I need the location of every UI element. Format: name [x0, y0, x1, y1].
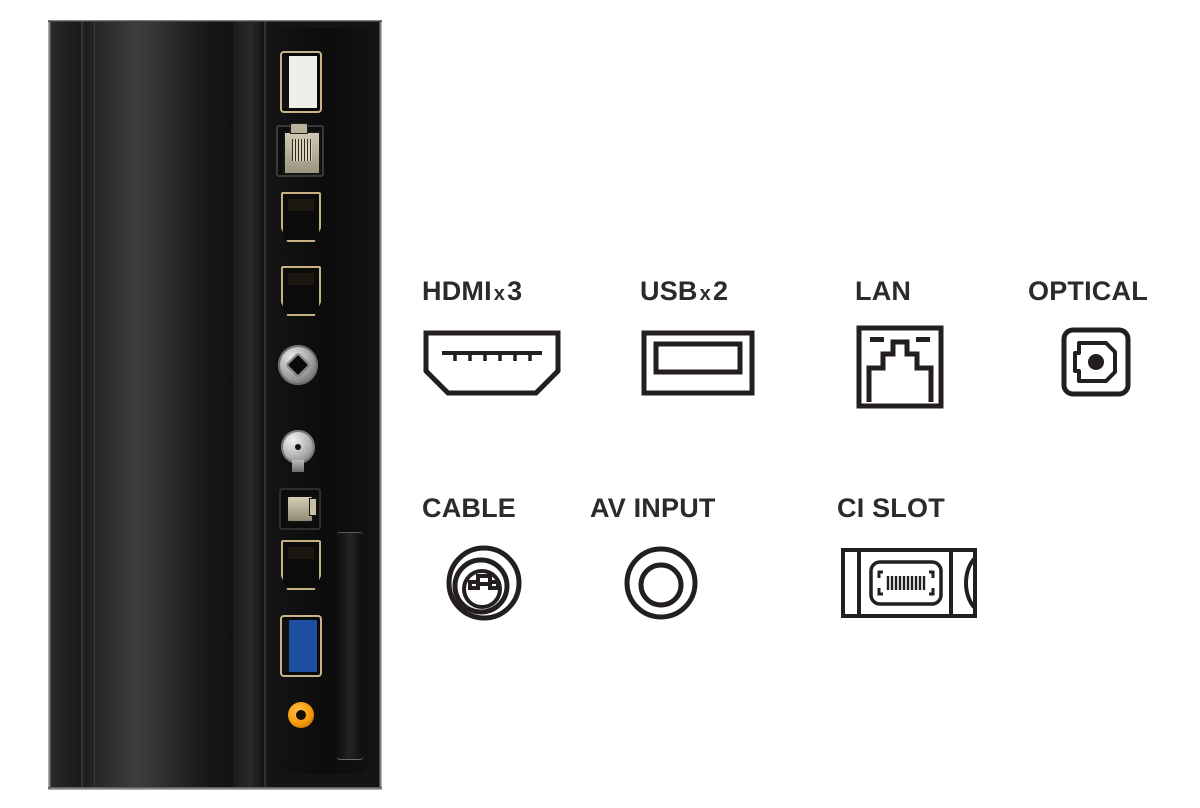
photo-lan-jack: [283, 131, 321, 175]
tv-panel-seam-mid: [233, 20, 265, 790]
spec-label-ci-slot: CI SLOT: [837, 495, 1057, 522]
photo-edge-right: [379, 20, 382, 790]
photo-optical-port: [279, 488, 321, 530]
spec-label-hdmi-text: HDMI: [422, 276, 492, 306]
photo-optical-nub: [309, 498, 317, 516]
spec-label-av-input: AV INPUT: [590, 495, 780, 522]
tv-panel-seam-left: [81, 20, 85, 790]
tv-gloss-highlight: [94, 20, 96, 790]
hdmi-icon: [422, 327, 592, 399]
spec-item-optical: OPTICAL: [1028, 278, 1200, 398]
photo-edge-top: [48, 20, 382, 22]
photo-usb-port-top: [282, 53, 320, 111]
spec-label-optical: OPTICAL: [1028, 278, 1200, 305]
tv-panel-seam-right: [264, 20, 268, 790]
av-input-icon: [622, 543, 780, 623]
spec-label-hdmi-count: 3: [507, 276, 523, 306]
spec-label-av-input-text: AV INPUT: [590, 493, 716, 523]
spec-label-optical-text: OPTICAL: [1028, 276, 1148, 306]
spec-label-lan: LAN: [855, 278, 995, 305]
tv-glossy-back-cover: [85, 20, 233, 790]
spec-label-cable-text: CABLE: [422, 493, 516, 523]
spec-label-usb-text: USB: [640, 276, 698, 306]
usb-icon: [640, 327, 800, 399]
photo-lan-tab: [290, 123, 308, 134]
lan-icon: [855, 324, 995, 410]
photo-satellite-body: [292, 460, 304, 472]
photo-lan-pins: [292, 139, 312, 161]
optical-icon: [1060, 326, 1200, 398]
photo-cable-port-hole: [285, 352, 311, 378]
photo-lan-port: [276, 123, 324, 177]
photo-satellite-pin: [295, 444, 301, 450]
ci-slot-icon: [839, 544, 1057, 622]
spec-label-usb-count: 2: [712, 276, 729, 306]
photo-edge-bottom: [48, 787, 382, 790]
spec-item-cable: CABLE: [422, 495, 572, 624]
spec-label-cable: CABLE: [422, 495, 572, 522]
photo-usb3-port: [282, 617, 320, 675]
spec-item-av-input: AV INPUT: [590, 495, 780, 623]
photo-edge-left: [48, 20, 51, 790]
spec-item-ci-slot: CI SLOT: [837, 495, 1057, 622]
spec-label-hdmi-multiplier: x: [493, 283, 506, 305]
photo-av-input-hole: [296, 710, 306, 720]
spec-label-usb-multiplier: x: [699, 283, 711, 305]
photo-hdmi-port-3: [281, 540, 321, 590]
cable-icon: [444, 542, 572, 624]
photo-av-input-port: [288, 702, 314, 728]
tv-rear-port-panel-photo: [48, 20, 382, 790]
spec-item-lan: LAN: [855, 278, 995, 410]
tv-panel-rear-edge: [51, 20, 81, 790]
photo-ci-card-slot: [337, 532, 363, 760]
photo-hdmi-port-1: [281, 192, 321, 242]
spec-label-lan-text: LAN: [855, 276, 912, 306]
spec-label-ci-slot-text: CI SLOT: [837, 493, 945, 523]
photo-satellite-port: [281, 430, 315, 472]
photo-hdmi-port-2: [281, 266, 321, 316]
photo-cable-antenna-port: [278, 345, 318, 385]
